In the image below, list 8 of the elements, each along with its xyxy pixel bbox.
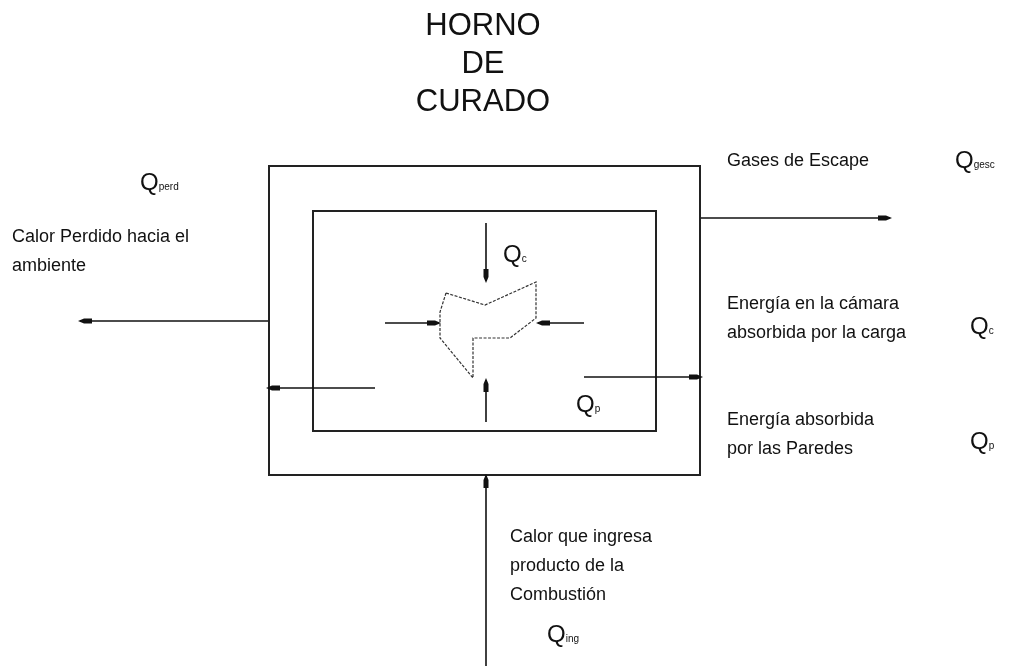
description-text: Calor que ingresa producto de la Combustión	[510, 525, 654, 606]
description-text: Gases de Escape	[727, 149, 871, 172]
oven-wall-box	[268, 165, 701, 476]
description-text: Energía absorbida por las Paredes	[727, 408, 876, 460]
description-text: Energía en la cámara absorbida por la carga	[727, 292, 908, 344]
description-text: Calor Perdido hacia el ambiente	[12, 225, 191, 277]
heading: HORNO DE CURADO	[414, 6, 552, 120]
chamber-box	[312, 210, 657, 432]
